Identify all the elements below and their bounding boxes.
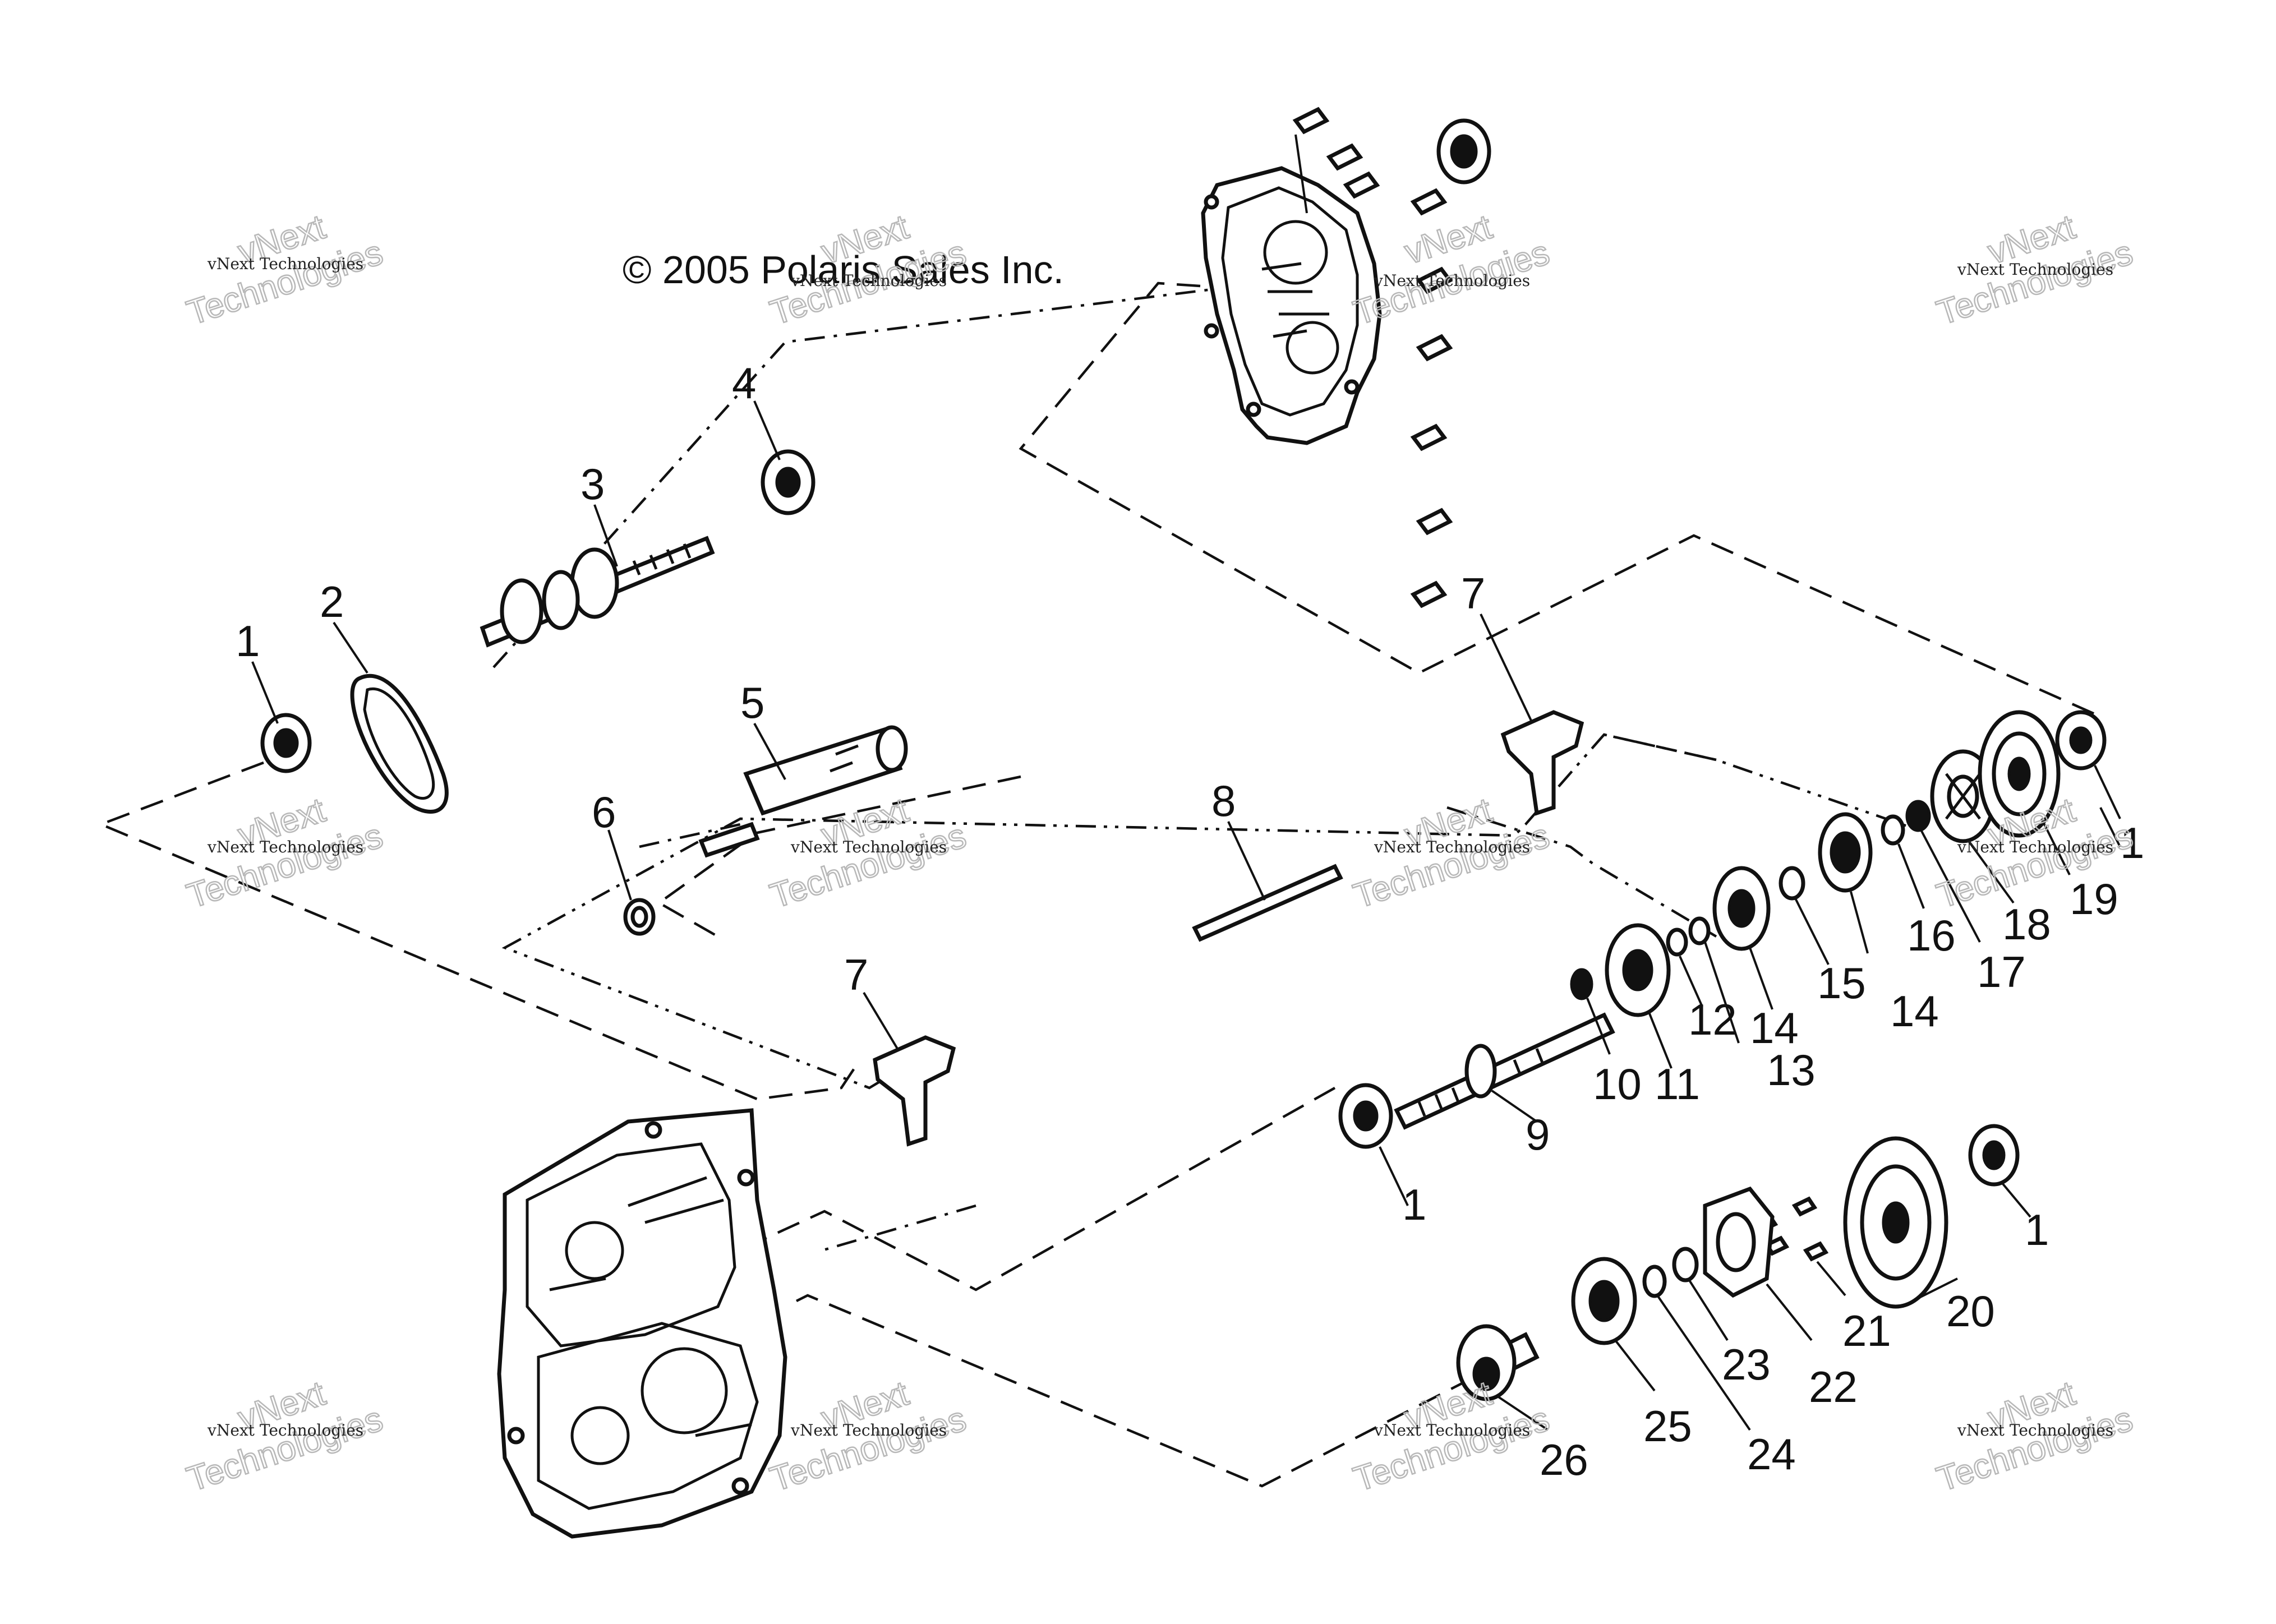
- watermark-small: vNext Technologies: [1374, 1421, 1530, 1440]
- callout-10: 10: [1593, 1059, 1642, 1109]
- callout-9: 9: [1526, 1110, 1550, 1159]
- washer-part-10: [1570, 968, 1593, 1000]
- callout-16: 16: [1907, 911, 1956, 960]
- cover-bearing: [1436, 118, 1491, 184]
- washer-part-12: [1666, 928, 1688, 957]
- callout-17: 17: [1977, 947, 2026, 996]
- callout-8: 8: [1211, 776, 1236, 825]
- retainer-plate-part-22: [1703, 1186, 1775, 1298]
- watermark-small: vNext Technologies: [790, 838, 947, 856]
- callout-15: 15: [1817, 958, 1866, 1008]
- callout-22: 22: [1809, 1362, 1858, 1411]
- drive-chain-part-2: [350, 673, 449, 814]
- watermark-small: vNext Technologies: [1957, 260, 2113, 279]
- callout-12: 12: [1688, 995, 1737, 1044]
- callout-7-top: 7: [1461, 569, 1485, 618]
- callout-7-bottom: 7: [844, 950, 868, 999]
- transmission-housing: [497, 1108, 787, 1539]
- bearing-part-1-middle: [1338, 1083, 1393, 1149]
- watermark-small: vNext Technologies: [207, 255, 363, 273]
- callout-1-right-top: 1: [2120, 818, 2144, 868]
- callout-3: 3: [580, 459, 605, 509]
- callout-1-right-bottom: 1: [2025, 1205, 2049, 1254]
- bearing-part-1-right-bottom: [1968, 1124, 2020, 1187]
- callout-26: 26: [1540, 1435, 1588, 1484]
- copyright-notice: © 2005 Polaris Sales Inc.: [623, 248, 1064, 292]
- callout-18: 18: [2002, 899, 2051, 949]
- shift-fork-part-7-top: [1500, 710, 1584, 816]
- gear-part-20: [1843, 1136, 1948, 1309]
- callout-1-middle: 1: [1402, 1180, 1426, 1229]
- washer-part-13: [1688, 916, 1711, 945]
- watermark-small: vNext Technologies: [1374, 271, 1530, 290]
- transmission-cover: [1201, 166, 1382, 445]
- callout-2: 2: [320, 577, 344, 626]
- watermark-small: vNext Technologies: [1957, 838, 2113, 856]
- callout-14-b: 14: [1890, 986, 1939, 1036]
- callout-labels: 1 2 3 4 5 6 7 7 8 1 9 10 11 12 13 14 15 …: [236, 358, 2144, 1484]
- shift-rod-part-8: [1192, 864, 1343, 942]
- callout-6: 6: [592, 787, 616, 837]
- gear-part-14-a: [1712, 866, 1771, 951]
- input-shaft-part-3: [480, 536, 715, 648]
- callout-25: 25: [1643, 1401, 1692, 1451]
- bearing-part-25: [1571, 1257, 1637, 1345]
- ring-part-6: [623, 898, 656, 936]
- gear-part-14-b: [1818, 812, 1873, 893]
- callout-20: 20: [1946, 1286, 1995, 1336]
- gear-part-19: [1978, 710, 2061, 838]
- callout-14-a: 14: [1750, 1003, 1799, 1053]
- shift-drum-part-5: [698, 725, 908, 858]
- callout-21: 21: [1842, 1306, 1891, 1355]
- washer-part-24: [1642, 1265, 1667, 1298]
- callout-leaders: [251, 400, 2121, 1431]
- washer-part-23: [1672, 1247, 1699, 1282]
- watermark-small: vNext Technologies: [207, 838, 363, 856]
- watermark-small: vNext Technologies: [1374, 838, 1530, 856]
- bearing-part-1-left: [260, 713, 312, 773]
- assembly-lines: [97, 282, 2104, 1488]
- callout-13: 13: [1767, 1045, 1816, 1095]
- callout-24: 24: [1747, 1429, 1796, 1479]
- cover-bolts: [1292, 107, 1453, 608]
- callout-11: 11: [1655, 1059, 1700, 1109]
- watermark-small: vNext Technologies: [1957, 1421, 2113, 1440]
- bearing-part-4: [761, 449, 816, 515]
- callout-5: 5: [740, 678, 764, 727]
- bearing-part-1-right-top: [2055, 710, 2107, 771]
- washer-part-16: [1881, 814, 1905, 846]
- callout-23: 23: [1722, 1340, 1771, 1389]
- watermark-small: vNext Technologies: [790, 271, 947, 290]
- shaft-part-26: [1456, 1324, 1540, 1401]
- washer-part-17: [1905, 800, 1931, 832]
- washer-part-15: [1779, 866, 1805, 901]
- shift-fork-part-7-bottom: [873, 1035, 956, 1147]
- watermark-small: vNext Technologies: [790, 1421, 947, 1440]
- callout-4: 4: [732, 358, 756, 408]
- callout-19: 19: [2070, 874, 2118, 924]
- callout-1-left: 1: [236, 616, 260, 666]
- gear-part-11: [1605, 923, 1671, 1017]
- output-shaft-part-9: [1394, 1012, 1615, 1130]
- watermark-small: vNext Technologies: [207, 1421, 363, 1440]
